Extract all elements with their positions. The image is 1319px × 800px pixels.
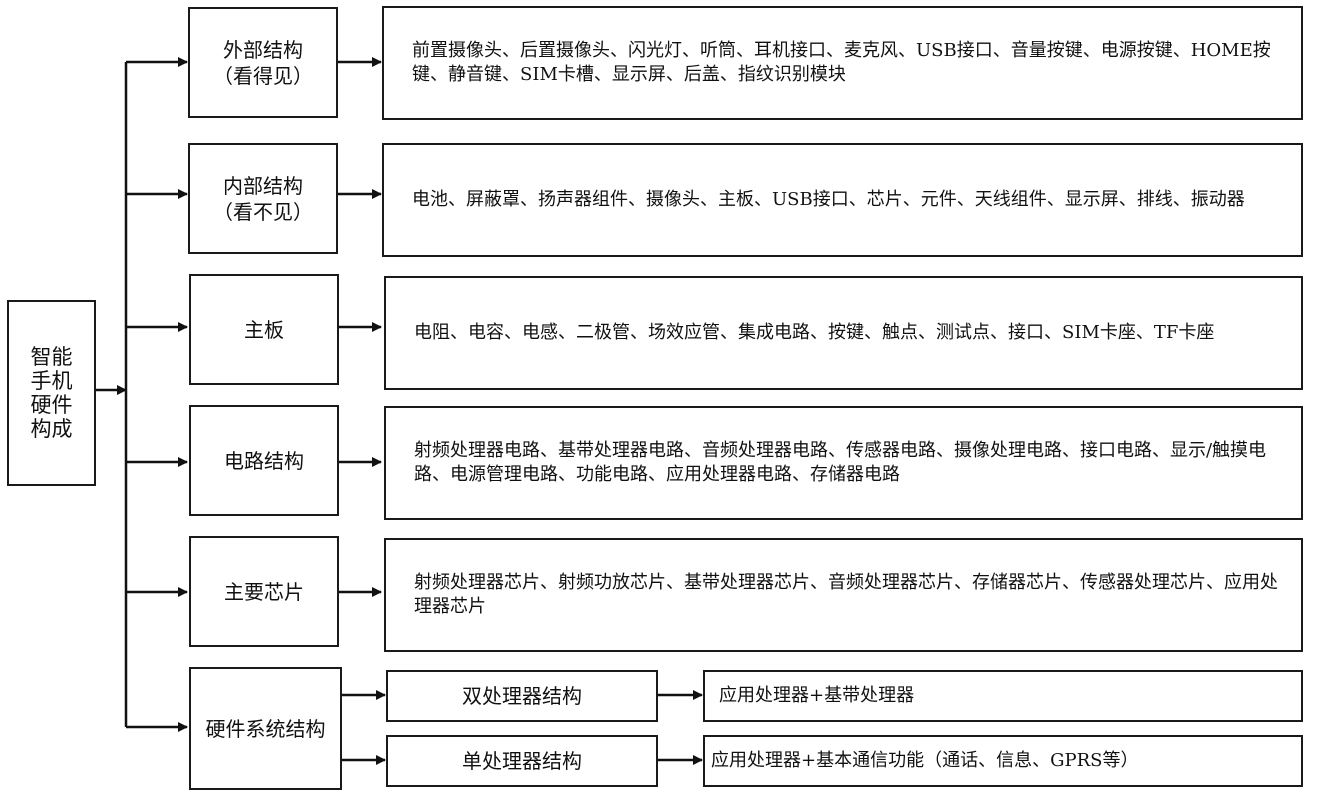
sub-label: 单处理器结构 xyxy=(462,749,582,773)
description-text: 前置摄像头、后置摄像头、闪光灯、听筒、耳机接口、麦克风、USB接口、音量按键、电… xyxy=(412,40,1271,85)
category-node-external: 外部结构 （看得见） xyxy=(188,7,338,118)
category-label: 内部结构 xyxy=(223,173,303,198)
description-text: 射频处理器电路、基带处理器电路、音频处理器电路、传感器电路、摄像处理电路、接口电… xyxy=(414,440,1267,485)
category-label: 硬件系统结构 xyxy=(205,716,326,741)
category-node-hardware-system: 硬件系统结构 xyxy=(189,667,342,790)
description-box-mainboard: 电阻、电容、电感、二极管、场效应管、集成电路、按键、触点、测试点、接口、SIM卡… xyxy=(384,276,1303,390)
category-node-circuit: 电路结构 xyxy=(189,405,339,516)
category-label: 电路结构 xyxy=(224,448,304,473)
sub-node-dual-processor: 双处理器结构 xyxy=(386,670,658,722)
description-box-circuit: 射频处理器电路、基带处理器电路、音频处理器电路、传感器电路、摄像处理电路、接口电… xyxy=(384,406,1303,520)
description-box-chips: 射频处理器芯片、射频功放芯片、基带处理器芯片、音频处理器芯片、存储器芯片、传感器… xyxy=(384,538,1303,652)
category-label: 主板 xyxy=(244,317,284,342)
root-label-line-2: 手机 xyxy=(30,369,73,393)
description-text: 应用处理器+基带处理器 xyxy=(719,685,915,706)
root-label-line-3: 硬件 xyxy=(30,393,73,417)
category-label: 主要芯片 xyxy=(224,579,304,604)
description-text: 电池、屏蔽罩、扬声器组件、摄像头、主板、USB接口、芯片、元件、天线组件、显示屏… xyxy=(412,189,1245,210)
description-text: 电阻、电容、电感、二极管、场效应管、集成电路、按键、触点、测试点、接口、SIM卡… xyxy=(414,322,1215,343)
sub-node-single-processor: 单处理器结构 xyxy=(386,735,658,787)
root-label-line-1: 智能 xyxy=(30,345,73,369)
description-box-external: 前置摄像头、后置摄像头、闪光灯、听筒、耳机接口、麦克风、USB接口、音量按键、电… xyxy=(382,6,1303,120)
sub-description-dual-processor: 应用处理器+基带处理器 xyxy=(703,670,1303,722)
root-node: 智能 手机 硬件 构成 xyxy=(7,300,96,486)
root-label-line-4: 构成 xyxy=(30,417,73,441)
category-sublabel: （看得见） xyxy=(213,63,313,88)
category-label: 外部结构 xyxy=(223,37,303,62)
category-node-internal: 内部结构 （看不见） xyxy=(188,143,338,254)
category-node-mainboard: 主板 xyxy=(189,274,339,385)
description-box-internal: 电池、屏蔽罩、扬声器组件、摄像头、主板、USB接口、芯片、元件、天线组件、显示屏… xyxy=(382,143,1303,257)
description-text: 射频处理器芯片、射频功放芯片、基带处理器芯片、音频处理器芯片、存储器芯片、传感器… xyxy=(414,572,1278,617)
category-sublabel: （看不见） xyxy=(213,199,313,224)
sub-description-single-processor: 应用处理器+基本通信功能（通话、信息、GPRS等） xyxy=(703,735,1303,787)
sub-label: 双处理器结构 xyxy=(462,684,582,708)
category-node-chips: 主要芯片 xyxy=(189,536,339,647)
description-text: 应用处理器+基本通信功能（通话、信息、GPRS等） xyxy=(711,750,1139,771)
